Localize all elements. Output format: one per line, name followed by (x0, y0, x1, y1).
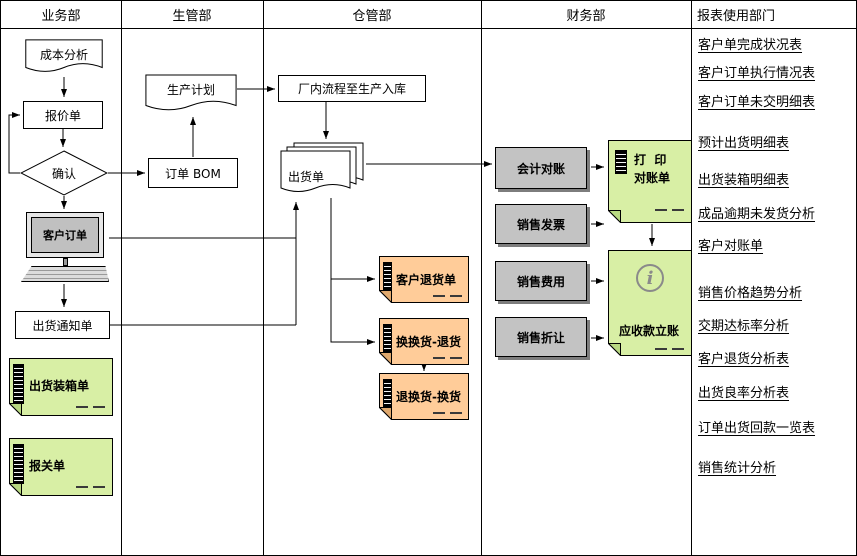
node-label: 会计对账 (516, 161, 565, 176)
signature-lines-icon (433, 295, 462, 297)
node-label: 销售折让 (516, 330, 565, 345)
node-sales-allowance: 销售折让 (495, 317, 587, 357)
doc-packing-list: 出货装箱单 (9, 358, 113, 416)
lane-divider (481, 1, 482, 555)
node-label: 应收款立账 (619, 324, 680, 338)
barcode-icon (383, 262, 392, 290)
signature-lines-icon (655, 209, 684, 211)
report-item: 客户单完成状况表 (698, 38, 803, 53)
node-label: 打 印 (634, 153, 667, 167)
report-item: 交期达标率分析 (698, 319, 790, 334)
report-item: 预计出货明细表 (698, 136, 790, 151)
doc-exchange-return: 换换货-退货 (379, 318, 469, 365)
node-label: 生产计划 (166, 83, 215, 97)
stacked-documents-icon (280, 142, 364, 192)
node-label: 销售发票 (516, 217, 565, 232)
computer-monitor-icon: 客户订单 (26, 212, 104, 258)
node-shipping-notice: 出货通知单 (15, 311, 110, 339)
node-customer-order-terminal: 客户订单 (21, 212, 109, 284)
node-label: 报关单 (29, 459, 66, 473)
signature-lines-icon (433, 357, 462, 359)
barcode-icon (13, 444, 24, 484)
node-label: 出货通知单 (32, 318, 93, 333)
lane-header-warehouse: 仓管部 (263, 1, 481, 28)
lane-divider (121, 1, 122, 555)
report-item: 出货良率分析表 (698, 386, 790, 401)
report-item: 销售统计分析 (698, 461, 777, 476)
node-label: 确认 (51, 166, 76, 181)
node-label: 换换货-退货 (396, 335, 461, 349)
node-label: 报价单 (44, 108, 81, 123)
barcode-icon (383, 324, 392, 352)
barcode-icon (13, 364, 24, 404)
node-factory-process: 厂内流程至生产入库 (278, 75, 426, 102)
lane-header-reports: 报表使用部门 (691, 1, 856, 28)
report-item: 成品逾期未发货分析 (698, 207, 816, 222)
barcode-icon (383, 379, 392, 407)
node-label: 退换货-换货 (396, 390, 461, 404)
node-label: 销售费用 (516, 274, 565, 289)
info-glyph: i (646, 267, 654, 289)
node-label: 客户退货单 (396, 273, 457, 287)
doc-receivable-posting: i 应收款立账 (608, 250, 692, 356)
computer-stand-icon (63, 258, 68, 266)
node-cost-analysis: 成本分析 (25, 39, 103, 77)
lane-header-finance: 财务部 (481, 1, 691, 28)
node-sales-expense: 销售费用 (495, 261, 587, 301)
lane-header-business: 业务部 (1, 1, 121, 28)
doc-print-statement: 打 印 对账单 (608, 140, 692, 223)
report-item: 客户对账单 (698, 239, 764, 254)
node-confirm-decision: 确认 (20, 150, 108, 196)
node-label: 订单 BOM (165, 166, 221, 181)
signature-lines-icon (76, 486, 105, 488)
node-quotation: 报价单 (23, 101, 103, 129)
lane-header-label: 业务部 (41, 9, 81, 24)
report-item: 客户订单未交明细表 (698, 95, 816, 110)
node-accounting-reconciliation: 会计对账 (495, 147, 587, 189)
report-item: 订单出货回款一览表 (698, 421, 816, 436)
node-production-plan: 生产计划 (145, 74, 237, 116)
doc-return-exchange: 退换货-换货 (379, 373, 469, 420)
node-label: 客户订单 (31, 217, 99, 253)
node-label: 成本分析 (39, 48, 88, 62)
doc-customs-declaration: 报关单 (9, 438, 113, 496)
lane-divider (263, 1, 264, 555)
node-label: 厂内流程至生产入库 (297, 82, 406, 96)
signature-lines-icon (76, 406, 105, 408)
info-icon: i (636, 264, 664, 292)
report-item: 出货装箱明细表 (698, 173, 790, 188)
node-label: 出货装箱单 (29, 379, 90, 393)
barcode-icon (615, 150, 627, 174)
node-sales-invoice: 销售发票 (495, 204, 587, 244)
lane-header-label: 仓管部 (352, 9, 392, 24)
report-item: 客户退货分析表 (698, 352, 790, 367)
node-label: 对账单 (634, 171, 671, 185)
lane-header-production: 生管部 (121, 1, 263, 28)
header-divider (1, 28, 856, 29)
lane-header-label: 报表使用部门 (697, 9, 776, 24)
computer-keyboard-icon (21, 266, 109, 282)
lane-header-label: 生管部 (172, 9, 212, 24)
report-item: 客户订单执行情况表 (698, 66, 816, 81)
lane-header-label: 财务部 (566, 9, 606, 24)
signature-lines-icon (655, 348, 684, 350)
node-label: 出货单 (288, 170, 325, 184)
node-order-bom: 订单 BOM (148, 158, 238, 188)
signature-lines-icon (433, 412, 462, 414)
report-item: 销售价格趋势分析 (698, 286, 803, 301)
doc-customer-return: 客户退货单 (379, 256, 469, 303)
node-shipping-order-stack: 出货单 (280, 142, 364, 198)
